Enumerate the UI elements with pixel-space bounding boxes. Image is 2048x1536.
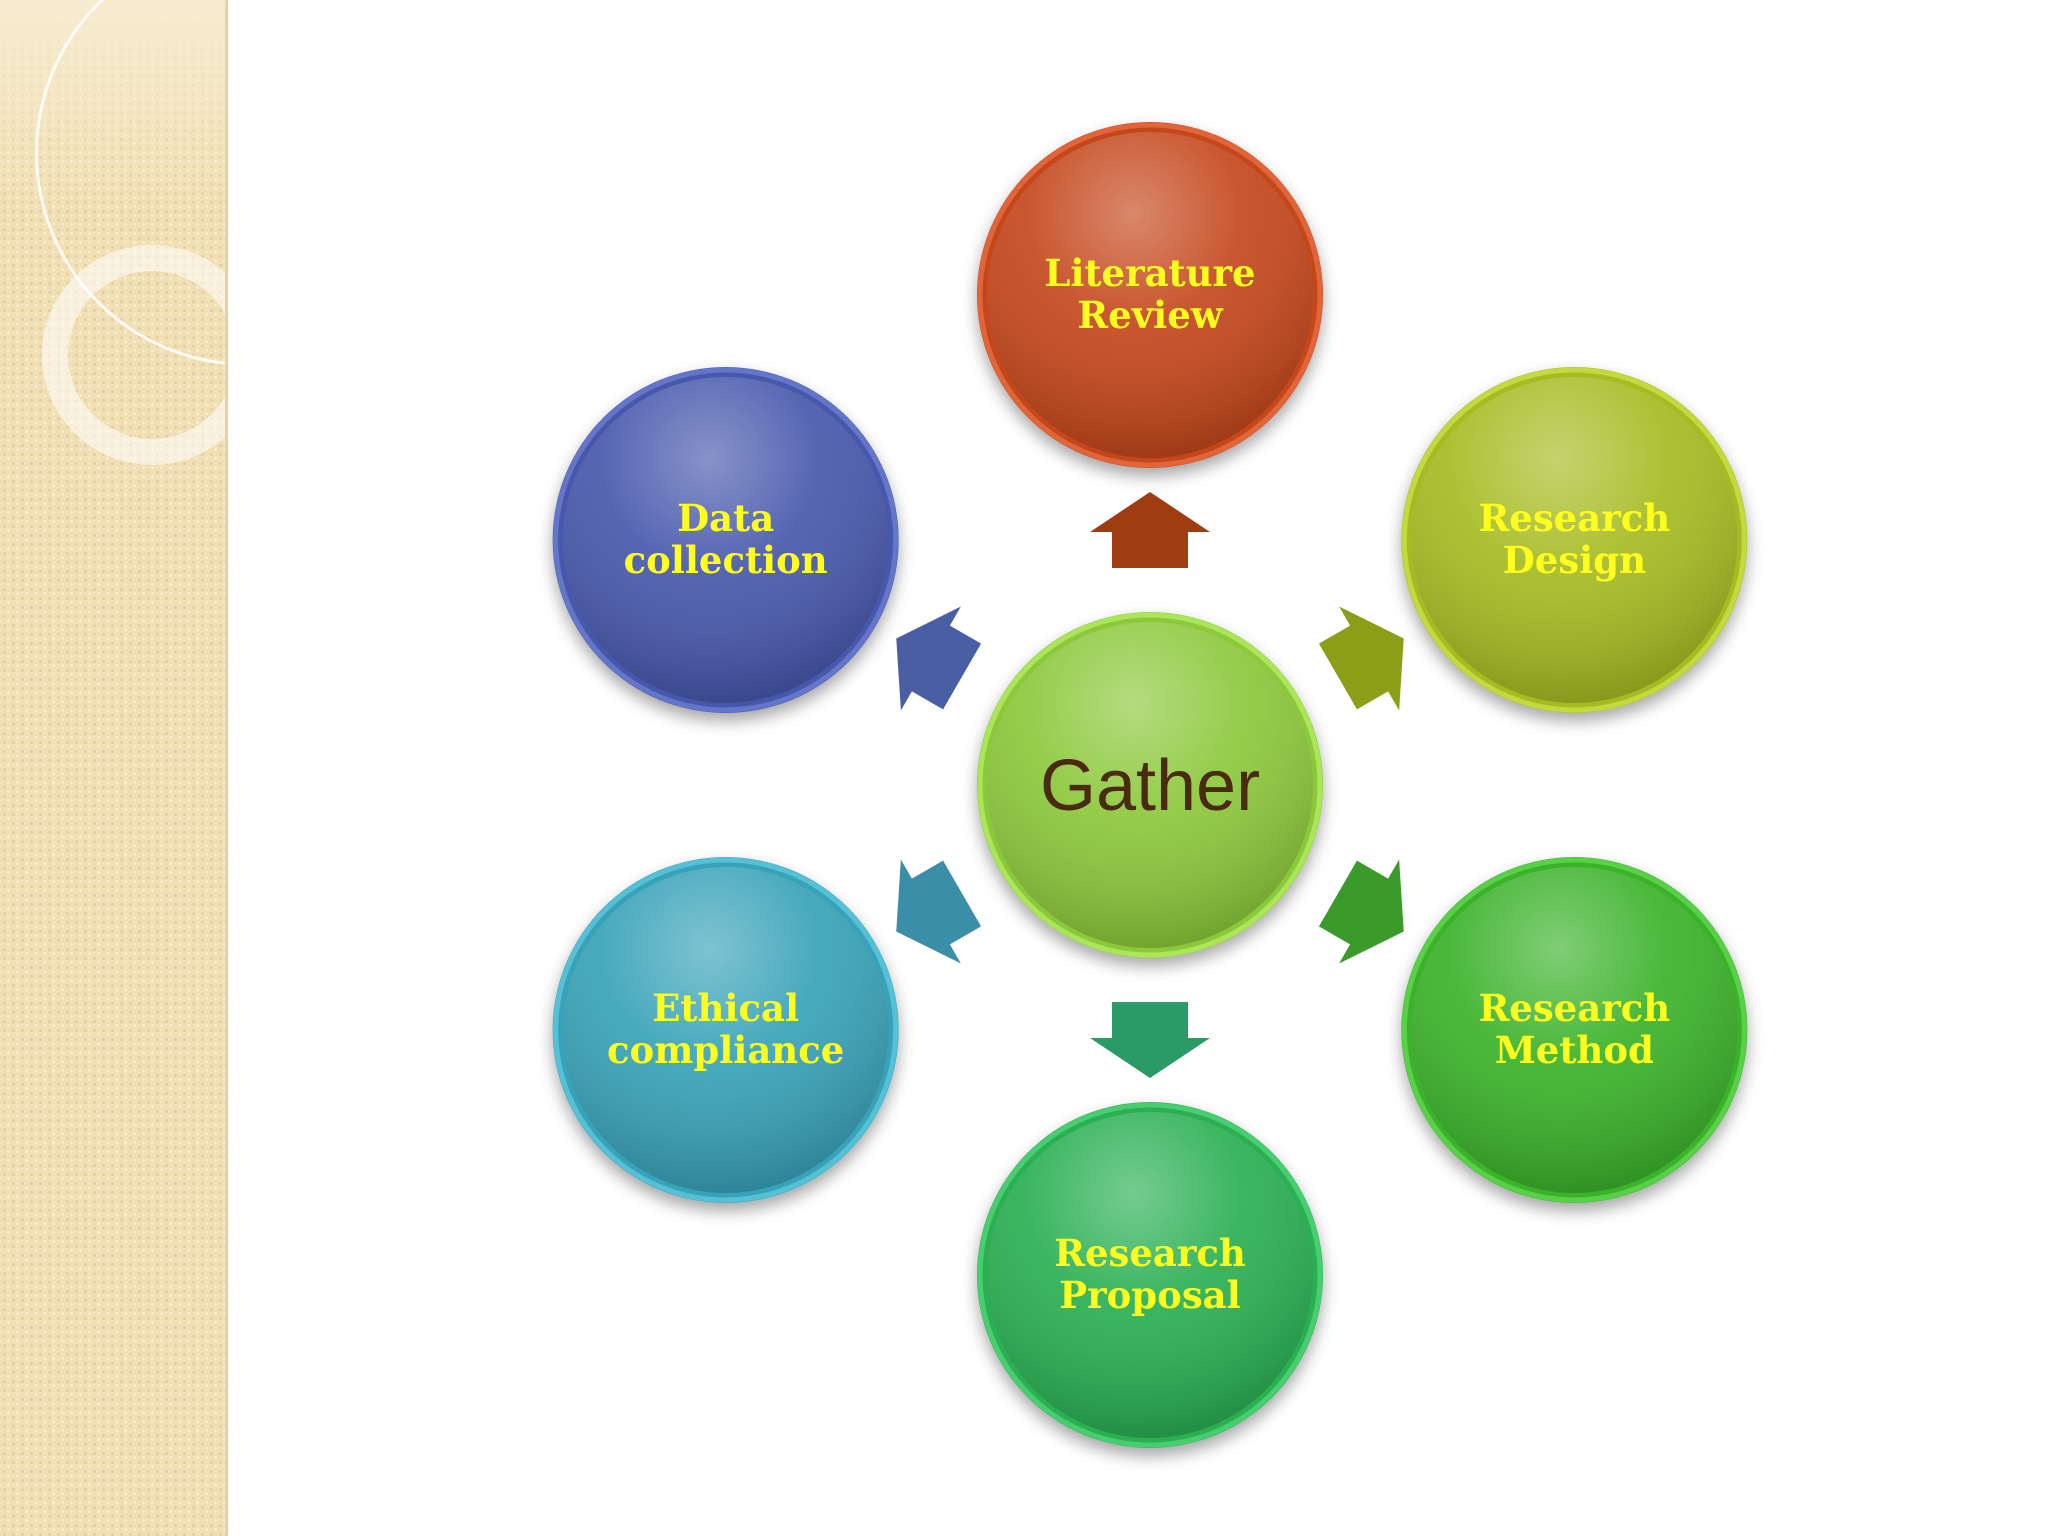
node-research-design-label-line-1: Research: [1479, 496, 1671, 540]
decorative-side-strip: [0, 0, 228, 1536]
node-literature-review-label-line-2: Review: [1077, 293, 1223, 337]
node-ethical-compliance-rim: [553, 857, 899, 1203]
node-data-collection: [552, 367, 899, 713]
node-research-method-label-line-2: Method: [1495, 1028, 1654, 1072]
node-research-design-rim: [1401, 367, 1747, 713]
center-label: Gather: [1040, 746, 1260, 826]
node-ethical-compliance-gloss: [562, 867, 889, 1193]
arrow-to-research-method: [1318, 859, 1404, 964]
arrow-to-research-proposal: [1090, 1002, 1210, 1078]
node-research-method-rim: [1401, 857, 1747, 1203]
arrow-to-data-collection: [896, 606, 982, 711]
arrow-to-research-design: [1318, 606, 1404, 711]
nodes-layer: GatherLiteratureReviewResearchDesignRese…: [552, 122, 1748, 1448]
node-research-proposal-gloss: [987, 1112, 1313, 1438]
node-research-method-label-line-1: Research: [1479, 986, 1671, 1030]
node-ethical-compliance-label-line-1: Ethical: [652, 986, 799, 1030]
center-circle: [977, 612, 1323, 958]
node-data-collection-label-line-1: Data: [677, 496, 774, 540]
node-research-proposal: [977, 1102, 1323, 1448]
node-literature-review-rim: [977, 122, 1323, 468]
side-strip-edge: [225, 0, 228, 1536]
node-literature-review-gloss: [987, 132, 1313, 458]
arrow-to-ethical-compliance: [896, 859, 982, 964]
center-circle-rim: [977, 612, 1323, 958]
node-research-design-gloss: [1411, 377, 1738, 703]
arrow-to-literature-review: [1090, 492, 1210, 568]
node-research-design-label-line-2: Design: [1503, 538, 1646, 582]
node-research-proposal-label-line-1: Research: [1054, 1231, 1246, 1275]
node-data-collection-label-line-2: collection: [624, 538, 828, 582]
node-research-design: [1401, 367, 1748, 713]
center-circle-gloss: [987, 622, 1313, 948]
node-literature-review: [977, 122, 1323, 468]
arrows-layer: [896, 492, 1404, 1078]
node-ethical-compliance: [552, 857, 899, 1203]
node-research-proposal-rim: [977, 1102, 1323, 1448]
node-literature-review-label-line-1: Literature: [1044, 251, 1255, 295]
node-research-proposal-label-line-2: Proposal: [1059, 1273, 1240, 1317]
node-research-method-gloss: [1411, 867, 1738, 1193]
node-research-method: [1401, 857, 1748, 1203]
node-data-collection-gloss: [562, 377, 889, 703]
node-data-collection-rim: [553, 367, 899, 713]
node-ethical-compliance-label-line-2: compliance: [607, 1028, 844, 1072]
